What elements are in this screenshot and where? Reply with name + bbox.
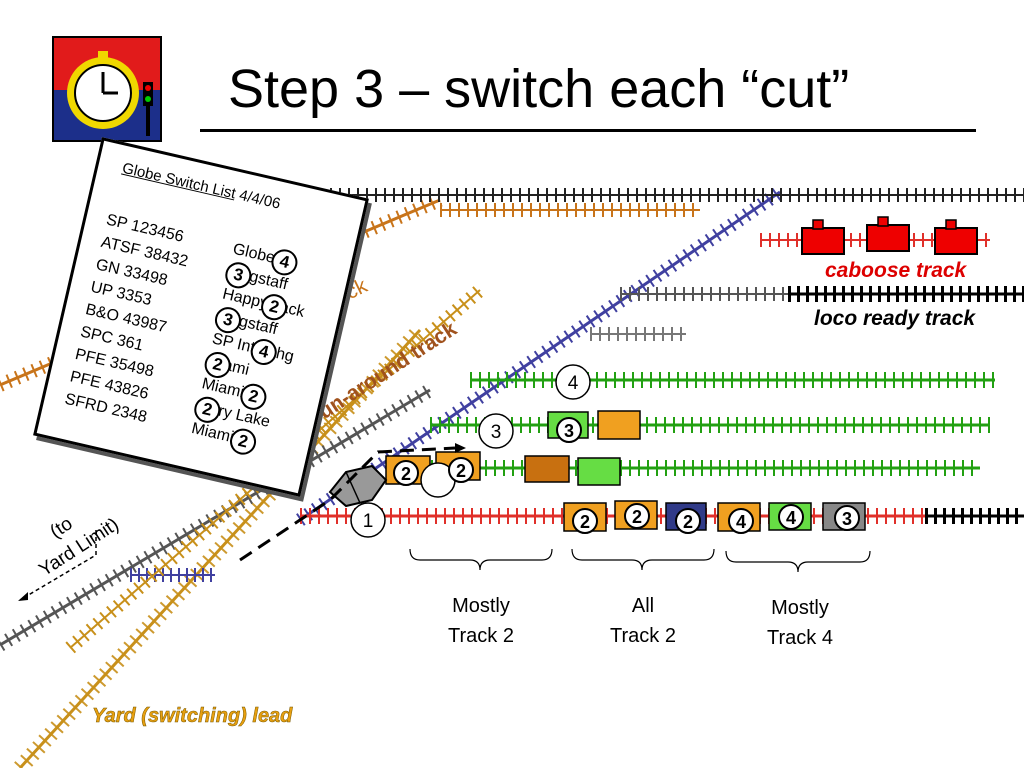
- car-badge: 2: [624, 503, 650, 529]
- car-badge: 2: [675, 508, 701, 534]
- track-number: 3: [478, 413, 514, 449]
- svg-text:4: 4: [786, 508, 796, 528]
- white-diagonal-track: [0, 383, 434, 652]
- group-brace: [725, 550, 871, 573]
- to-yard-limit-arrow: [19, 530, 97, 601]
- caboose-track-label: caboose track: [825, 259, 968, 282]
- caboose: [934, 219, 978, 255]
- signal-icon: [143, 82, 153, 136]
- svg-text:2: 2: [401, 464, 411, 484]
- yard-lead-label: Yard (switching) lead: [92, 705, 293, 727]
- stopwatch-icon: [52, 36, 162, 142]
- car-badge: 2: [393, 460, 419, 486]
- lead-track: [14, 324, 426, 768]
- svg-text:2: 2: [456, 461, 466, 481]
- loco-ready-track-label: loco ready track: [814, 307, 976, 330]
- svg-text:4: 4: [568, 373, 579, 394]
- page-title: Step 3 – switch each “cut”: [228, 59, 850, 119]
- caboose: [801, 219, 845, 255]
- car-badge: 3: [834, 505, 860, 531]
- svg-text:2: 2: [580, 512, 590, 532]
- locomotive-icon: [328, 464, 388, 508]
- svg-text:2: 2: [683, 512, 693, 532]
- switch-list-destination: Miami: [189, 419, 236, 447]
- freight-car: [524, 455, 570, 483]
- freight-car: [577, 457, 621, 486]
- svg-text:1: 1: [363, 511, 374, 532]
- to-yard-limit-label: (toYard Limit): [21, 492, 122, 581]
- group-brace: [409, 548, 553, 571]
- svg-text:2: 2: [632, 507, 642, 527]
- blue-diagonal-track: [130, 186, 784, 582]
- svg-text:3: 3: [491, 422, 502, 443]
- group-brace: [571, 548, 715, 571]
- car-badge: 4: [778, 504, 804, 530]
- top-track: [330, 188, 1024, 217]
- svg-text:3: 3: [564, 421, 574, 441]
- title-underline: [200, 129, 976, 132]
- track-number: 1: [350, 502, 386, 538]
- freight-car: [597, 410, 641, 440]
- arrow-right-icon: [455, 443, 466, 453]
- car-badge: 4: [728, 508, 754, 534]
- move-path: [239, 446, 456, 562]
- track-number: 4: [555, 364, 591, 400]
- svg-text:4: 4: [736, 512, 746, 532]
- caboose: [866, 216, 910, 252]
- car-badge: 2: [572, 508, 598, 534]
- arrow-left-icon: [18, 592, 28, 601]
- car-badge: 2: [448, 457, 474, 483]
- car-badge: 3: [556, 417, 582, 443]
- svg-text:3: 3: [842, 509, 852, 529]
